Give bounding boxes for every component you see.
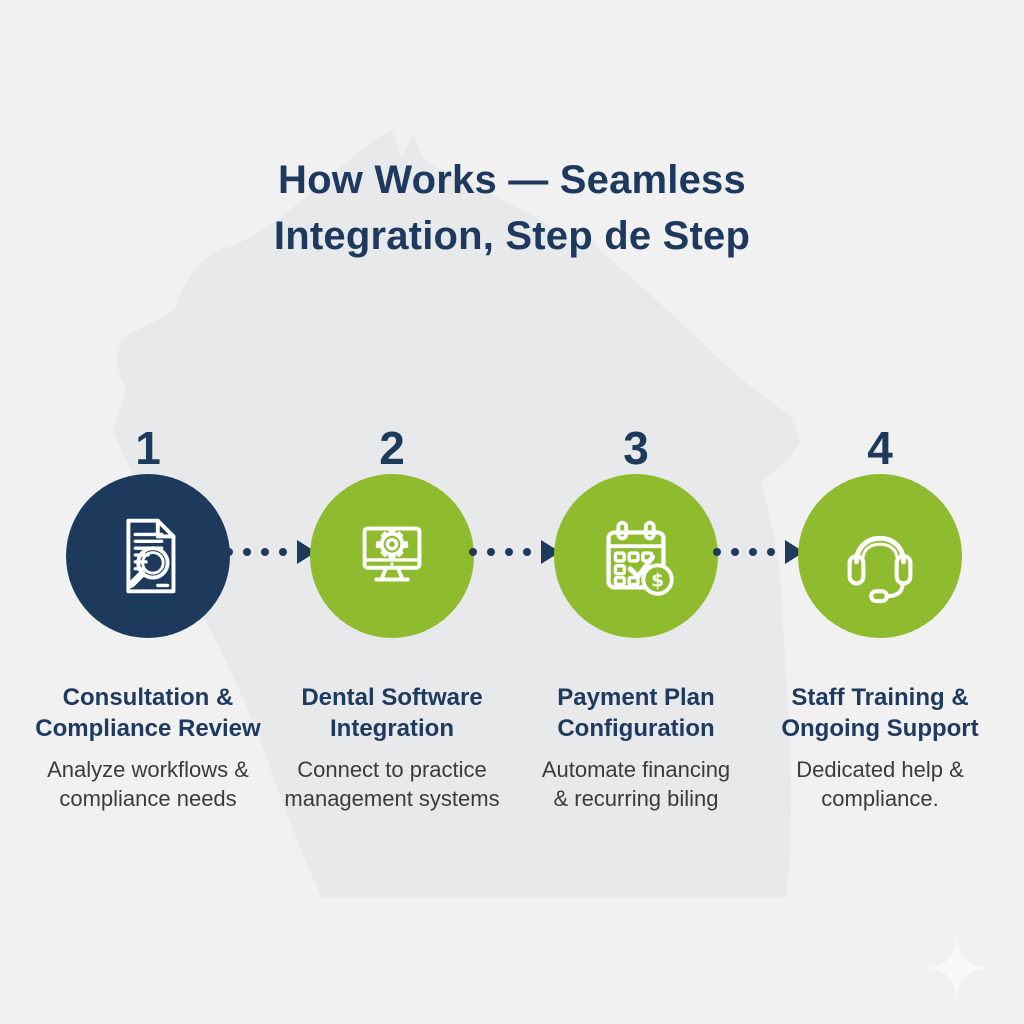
headset-icon — [831, 507, 929, 605]
step-2-number: 2 — [379, 422, 405, 474]
step-3-description: Automate financing & recurring biling — [541, 757, 731, 811]
step-2-heading: Dental Software Integration — [301, 684, 483, 742]
step-4-description: Dedicated help & compliance. — [796, 757, 964, 811]
step-4-circle — [798, 474, 962, 638]
sparkle-star-icon — [927, 938, 987, 998]
step-1-circle — [66, 474, 230, 638]
svg-text:$: $ — [651, 570, 664, 591]
step-3-heading: Payment Plan Configuration — [557, 684, 715, 742]
step-3-payment-plan: 3 $ P — [520, 424, 752, 813]
page-title-line2: Integration, Step de Step — [273, 214, 751, 258]
connector-dot — [224, 548, 233, 556]
connector-dot — [504, 548, 513, 556]
page-title: How Works — Seamless Integration, Step d… — [0, 152, 1024, 264]
connector-dot — [260, 548, 269, 556]
calendar-dollar-icon: $ — [587, 507, 685, 605]
connector-dot — [278, 548, 287, 556]
step-1-number: 1 — [135, 422, 161, 474]
step-2-circle — [310, 474, 474, 638]
step-4-training-support: 4 Staff Training & Ongoing Support Dedic… — [764, 424, 996, 813]
connector-dot — [486, 548, 495, 556]
connector-dot — [712, 548, 721, 556]
connector-dot — [242, 548, 251, 556]
step-2-description: Connect to practice management systems — [284, 757, 500, 811]
step-1-description: Analyze workflows & compliance needs — [47, 757, 249, 811]
step-1-heading: Consultation & Compliance Review — [35, 684, 261, 742]
page-title-line1: How Works — Seamless — [278, 158, 746, 202]
document-magnifier-icon — [99, 507, 197, 605]
connector-dot — [730, 548, 739, 556]
step-1-consultation: 1 Consultation & Compliance Review An — [32, 424, 264, 813]
step-3-number: 3 — [623, 422, 649, 474]
connector-dot — [766, 548, 775, 556]
connector-dot — [748, 548, 757, 556]
step-4-heading: Staff Training & Ongoing Support — [781, 684, 979, 742]
connector-dot — [522, 548, 531, 556]
step-3-circle: $ — [554, 474, 718, 638]
step-2-software-integration: 2 — [276, 424, 508, 813]
step-4-number: 4 — [867, 422, 893, 474]
connector-dot — [468, 548, 477, 556]
monitor-gear-icon — [343, 507, 441, 605]
